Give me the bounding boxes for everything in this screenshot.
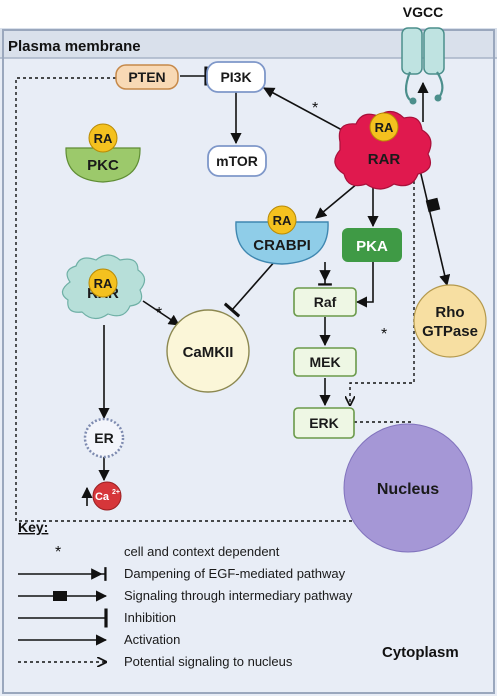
mtor-label: mTOR [216,153,258,169]
rar-to-crabp [315,182,359,219]
rar-label: RAR [368,151,401,168]
pten-label: PTEN [128,69,165,85]
cytoplasm-label: Cytoplasm [382,644,459,661]
pka-to-raf [355,262,374,308]
crabp-inhibits-camkii [223,259,277,318]
pkc-node: PKC RA [65,123,141,183]
cell-border [2,29,495,694]
pi3k-node: PI3K [206,61,266,93]
rxr-to-camkii [142,300,180,326]
legend-item-star: cell and context dependent [124,544,280,559]
membrane-label: Plasma membrane [8,38,141,55]
mek-node: MEK [293,347,357,377]
ra-label-rxr: RA [94,276,113,291]
legend-item-activation: Activation [124,632,180,647]
ra-label-rar: RA [375,120,394,135]
rar-to-pi3k [263,87,343,131]
pten-to-nucleus-dashed [15,77,380,521]
erk-label: ERK [309,415,339,431]
crabp-node: CRABPI RA [235,205,329,265]
erk-node: ERK [293,407,355,439]
nucleus-label: Nucleus [377,481,439,498]
calcium-node: Ca 2+ [81,481,122,511]
pi3k-label: PI3K [220,69,251,85]
ra-badge-rxr [88,268,118,298]
rho-node: Rho GTPase [413,284,487,358]
pka-label: PKA [356,238,388,255]
pkc-label: PKC [87,157,119,174]
nucleus-node: Nucleus [343,423,473,553]
raf-node: Raf [293,287,357,317]
legend-item-intermediary: Signaling through intermediary pathway [124,588,353,603]
legend: Key: * cell and context dependent Dampen… [18,519,353,669]
intermediary-square [425,197,441,213]
pka-node: PKA [342,228,402,262]
star-rxr-camkii: * [156,305,162,322]
mek-label: MEK [309,354,340,370]
rho-label-line1: Rho [435,304,464,321]
legend-item-inhibition: Inhibition [124,610,176,625]
calcium-superscript: 2+ [112,489,120,496]
rxr-node: RXR RA [61,254,146,320]
crabp-label: CRABPI [253,237,311,254]
legend-intermediary-symbol [18,590,108,602]
mtor-node: mTOR [207,145,267,177]
pten-node: PTEN [115,64,179,90]
raf-label: Raf [314,294,337,310]
legend-star-symbol: * [55,544,61,561]
legend-title: Key: [18,519,48,535]
vgcc-channel [401,27,445,105]
rar-to-rho [419,169,451,287]
rho-label-line2: GTPase [422,323,478,340]
star-rar-erk: * [381,326,387,343]
calcium-label: Ca [95,491,110,503]
star-rar-pi3k: * [312,100,318,117]
legend-item-dampen: Dampening of EGF-mediated pathway [124,566,346,581]
legend-item-dashed: Potential signaling to nucleus [124,654,293,669]
ra-label-pkc: RA [94,131,113,146]
camkii-node: CaMKII [166,309,250,393]
rar-node: RAR RA [334,110,432,190]
ra-badge-pkc [88,123,118,153]
ra-label-crabp: RA [273,213,292,228]
er-label: ER [94,430,113,446]
er-node: ER [83,417,125,459]
ra-badge-rar [369,112,399,142]
vgcc-label: VGCC [403,4,443,20]
ra-badge-crabp [267,205,297,235]
camkii-label: CaMKII [183,344,234,361]
